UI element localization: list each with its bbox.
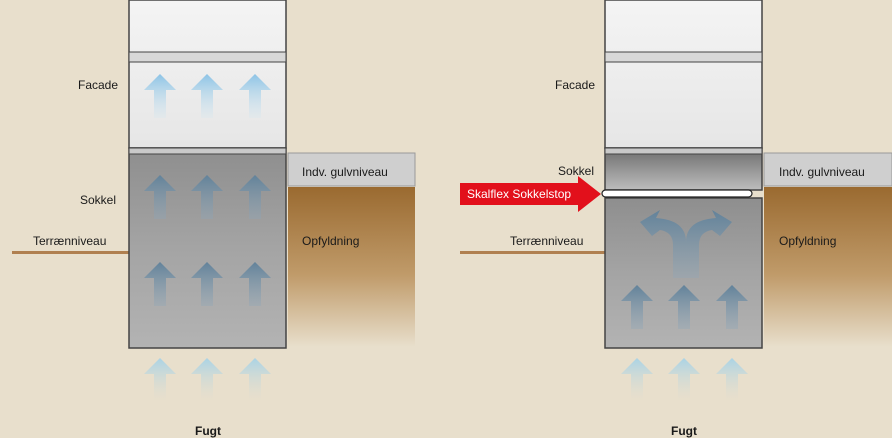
left-facade-band — [128, 51, 287, 63]
right-terrain-line — [460, 251, 606, 254]
moisture-arrow-icon — [191, 358, 223, 402]
product-pointer-arrow-icon — [460, 176, 601, 212]
right-sokkel-top-band — [604, 147, 763, 155]
right-ground-moisture-arrows — [621, 358, 748, 402]
moisture-arrow-icon — [668, 358, 700, 402]
right-panel — [460, 0, 892, 402]
left-fill-soil — [288, 187, 415, 347]
moisture-arrow-icon — [621, 358, 653, 402]
left-panel — [12, 0, 416, 402]
moisture-arrow-icon — [144, 358, 176, 402]
left-ground-moisture-arrows — [144, 358, 271, 402]
right-terrain-label: Terrænniveau — [510, 234, 584, 248]
diverted-moisture-arrow-icon — [640, 210, 732, 278]
right-facade-label: Facade — [555, 78, 596, 92]
right-facade — [604, 0, 763, 149]
left-sokkel-label: Sokkel — [80, 193, 117, 207]
left-facade — [128, 0, 287, 149]
left-facade-arrows — [144, 74, 271, 118]
right-facade-band — [604, 51, 763, 63]
left-facade-label: Facade — [78, 78, 119, 92]
left-fill-label: Opfyldning — [302, 234, 360, 248]
right-moisture-label: Fugt — [671, 424, 697, 438]
left-moisture-label: Fugt — [195, 424, 221, 438]
right-sokkel-arrows — [621, 285, 748, 329]
left-terrain-line — [12, 251, 130, 254]
moisture-arrow-icon — [239, 358, 271, 402]
left-floor-level-label: Indv. gulvniveau — [302, 165, 388, 179]
sokkelstop-barrier — [601, 189, 753, 198]
left-terrain-label: Terrænniveau — [33, 234, 107, 248]
right-fill-soil — [764, 187, 892, 347]
right-fill-label: Opfyldning — [779, 234, 837, 248]
right-floor-level-label: Indv. gulvniveau — [779, 165, 865, 179]
moisture-arrow-icon — [716, 358, 748, 402]
right-floor-band — [763, 152, 892, 187]
right-sokkel-label: Sokkel — [558, 164, 595, 178]
product-label: Skalflex Sokkelstop — [467, 187, 572, 201]
left-sokkel-top-band — [128, 147, 287, 155]
left-floor-band — [287, 152, 416, 187]
